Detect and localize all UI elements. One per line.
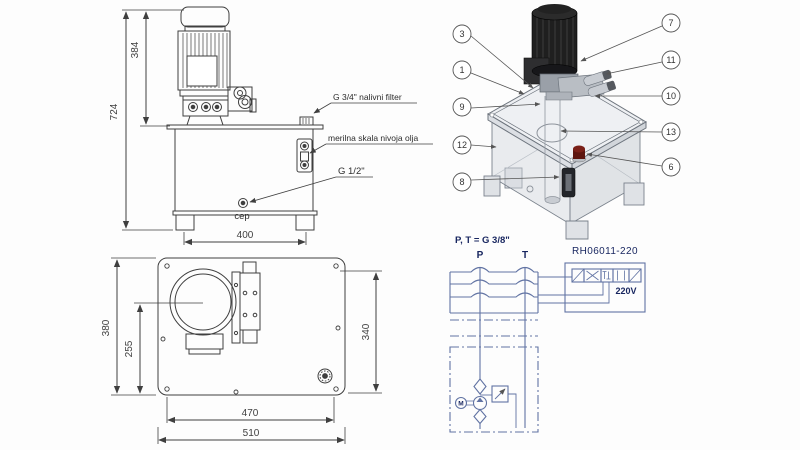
dim-label-470: 470	[242, 408, 259, 419]
motor-nameplate	[186, 55, 218, 87]
label-oil-level: merilna skala nivoja olja	[328, 133, 419, 143]
suction-pipe	[544, 96, 561, 200]
solenoid-right	[628, 268, 642, 283]
tank-bottom-plate	[172, 210, 318, 216]
dim-label-255: 255	[124, 340, 135, 357]
schematic-motor-letter: M	[458, 401, 463, 408]
callout-leaders	[470, 25, 663, 181]
suction-opening	[536, 123, 568, 143]
label-fill-filter: G 3/4" nalivni filter	[333, 92, 402, 102]
bolt-holes	[160, 263, 341, 395]
callout-1-num: 1	[459, 65, 464, 75]
dim-depth	[111, 257, 156, 396]
oil-level-gauge	[296, 138, 313, 173]
schematic-voltage: 220V	[615, 286, 636, 296]
callout-12-num: 12	[457, 140, 467, 150]
dim-base-width	[183, 232, 307, 246]
side-port	[526, 185, 534, 193]
motor-base	[186, 115, 224, 126]
dim-motor-height	[140, 11, 170, 127]
top-view	[111, 257, 382, 444]
hydraulic-schematic	[449, 262, 646, 433]
dim-label-384: 384	[130, 41, 141, 58]
tank-top-plate	[166, 124, 324, 130]
motor-foot	[185, 333, 224, 350]
callout-3-num: 3	[459, 29, 464, 39]
callout-3: 3	[452, 24, 472, 44]
label-plug: cep	[234, 211, 249, 222]
schematic-port-t: T	[522, 250, 528, 261]
dim-total-height	[122, 9, 184, 231]
dim-bolt-span	[166, 397, 335, 424]
tank-foot-left	[175, 214, 195, 231]
side-valve	[227, 86, 257, 113]
dim-label-340: 340	[361, 323, 372, 340]
drain-plug-top	[317, 368, 333, 384]
callout-13: 13	[661, 122, 681, 142]
callout-7: 7	[661, 13, 681, 33]
schematic-model: RH06011-220	[572, 246, 638, 257]
callout-1: 1	[452, 60, 472, 80]
motor-outline	[169, 268, 237, 336]
tank-leg-right	[623, 182, 645, 206]
callout-9-num: 9	[459, 102, 464, 112]
callout-10-num: 10	[666, 91, 676, 101]
callout-8-num: 8	[459, 177, 464, 187]
red-knob	[571, 145, 587, 163]
dim-bolt-depth	[340, 270, 382, 394]
motor-cap	[180, 6, 230, 28]
callout-12: 12	[452, 135, 472, 155]
tank-leg-front	[565, 220, 589, 240]
level-gauge-iso	[561, 167, 576, 198]
callout-8: 8	[452, 172, 472, 192]
callout-13-num: 13	[666, 127, 676, 137]
valve-enclosure	[564, 262, 646, 313]
dim-width	[157, 427, 346, 444]
electric-motor-symbol	[454, 396, 468, 410]
leader-lines	[249, 102, 433, 203]
motor-iso	[523, 4, 578, 85]
callout-9: 9	[452, 97, 472, 117]
manifold-stack	[449, 266, 539, 314]
spacer-plates	[450, 319, 538, 337]
callout-11: 11	[661, 50, 681, 70]
callout-balloons: 3 1 9 12 8 7 1	[452, 13, 681, 192]
isometric-view: 3 1 9 12 8 7 1	[452, 4, 681, 240]
callout-6-num: 6	[668, 162, 673, 172]
drain-plug	[238, 198, 248, 208]
tank-leg-left	[483, 175, 501, 197]
valve-block-iso	[539, 69, 616, 101]
callout-7-num: 7	[668, 18, 673, 28]
directional-valve	[538, 262, 646, 313]
dim-label-380: 380	[101, 319, 112, 336]
manifold-ports	[188, 102, 222, 112]
filler-breather	[299, 116, 314, 126]
dim-motor-axis	[134, 302, 203, 394]
suction-strainer	[473, 408, 487, 425]
cover-plate	[157, 257, 346, 396]
check-valve	[473, 378, 487, 395]
front-view	[122, 6, 433, 246]
callout-6: 6	[661, 157, 681, 177]
pump-block-boundary	[449, 346, 539, 433]
motor-flange	[179, 89, 229, 97]
callout-10: 10	[661, 86, 681, 106]
callout-11-num: 11	[666, 55, 675, 65]
dim-label-510: 510	[243, 428, 260, 439]
schematic-ports-note: P, T = G 3/8"	[455, 235, 510, 246]
pump-circuit	[454, 347, 526, 429]
valve-assembly-top	[231, 261, 261, 344]
tank-foot-right	[295, 214, 315, 231]
dim-label-400: 400	[237, 230, 254, 241]
dim-label-724: 724	[109, 103, 120, 120]
schematic-port-p: P	[477, 250, 484, 261]
label-drain-port: G 1/2"	[338, 166, 365, 177]
